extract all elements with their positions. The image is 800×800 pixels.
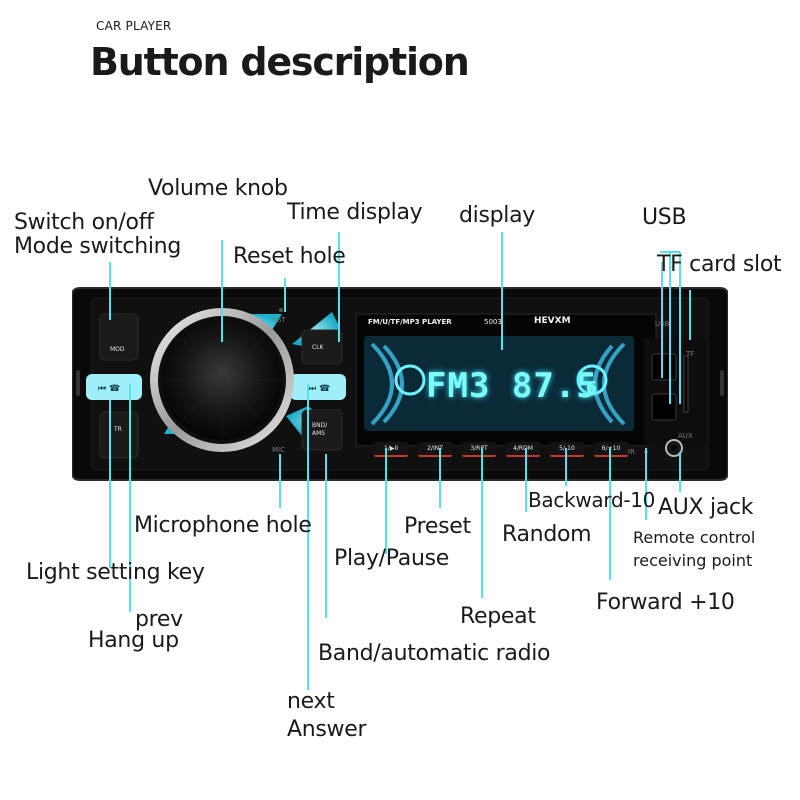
ams-key-label: AMS	[312, 430, 326, 437]
model-number: 5003	[484, 318, 502, 326]
preset-button-1[interactable]: 1/▶II	[374, 442, 408, 457]
label-usb: USB	[642, 205, 687, 230]
page-title: Button description	[90, 40, 470, 84]
label-prev: prev	[135, 607, 183, 632]
label-band-radio: Band/automatic radio	[318, 641, 551, 666]
label-time-display: Time display	[287, 200, 423, 225]
reset-mark: RST	[272, 316, 286, 324]
device-brand: HEVXM	[534, 316, 571, 326]
label-volume-knob: Volume knob	[148, 176, 288, 201]
label-microphone-hole: Microphone hole	[134, 513, 312, 538]
prev-key-icon: ⏮ ☎	[98, 384, 121, 394]
lcd-preset: 6	[586, 378, 598, 399]
lcd-frequency: FM3 87.5	[426, 366, 598, 406]
label-mode-switching: Mode switching	[14, 234, 181, 259]
label-remote-line2: receiving point	[633, 551, 753, 570]
label-answer: Answer	[287, 717, 367, 742]
lcd-display: FM3 87.5 6	[364, 336, 634, 431]
label-forward: Forward +10	[596, 590, 735, 615]
model-text: FM/U/TF/MP3 PLAYER	[368, 318, 452, 326]
label-reset-hole: Reset hole	[233, 244, 346, 269]
preset-button-2[interactable]: 2/INT	[418, 442, 452, 457]
label-aux-jack: AUX jack	[658, 495, 754, 520]
tf-mark: TF	[686, 350, 695, 358]
label-hang-up: Hang up	[88, 628, 179, 653]
label-display: display	[459, 203, 536, 228]
preset-button-4[interactable]: 4/RDM	[506, 442, 540, 457]
label-random: Random	[502, 522, 592, 547]
label-repeat: Repeat	[460, 604, 536, 629]
tr-key-label: TR	[114, 426, 122, 433]
label-backward: Backward-10	[528, 488, 656, 512]
label-switch-onoff: Switch on/off	[14, 210, 154, 235]
mod-key-label: MOD	[110, 346, 125, 353]
brand-caption: CAR PLAYER	[96, 19, 172, 33]
next-key-icon: ⏭ ☎	[308, 384, 331, 394]
preset-button-3[interactable]: 3/RPT	[462, 442, 496, 457]
car-stereo-unit: RST FM/U/TF/MP3 PLAYER 5003 HEVXM USB TF…	[71, 284, 729, 484]
label-remote-line1: Remote control	[633, 528, 756, 547]
clk-key-label: CLK	[312, 344, 324, 351]
label-preset: Preset	[404, 514, 471, 539]
label-tf-card-slot: TF card slot	[657, 252, 782, 277]
ir-mark: IR	[628, 448, 635, 456]
label-light-setting-key: Light setting key	[26, 560, 205, 585]
label-next: next	[287, 689, 335, 714]
aux-mark: AUX	[678, 432, 693, 440]
label-play-pause: Play/Pause	[334, 546, 449, 571]
band-key-label: BND/	[312, 422, 328, 429]
mic-mark: MIC	[272, 446, 285, 454]
car-stereo-body	[71, 287, 729, 481]
